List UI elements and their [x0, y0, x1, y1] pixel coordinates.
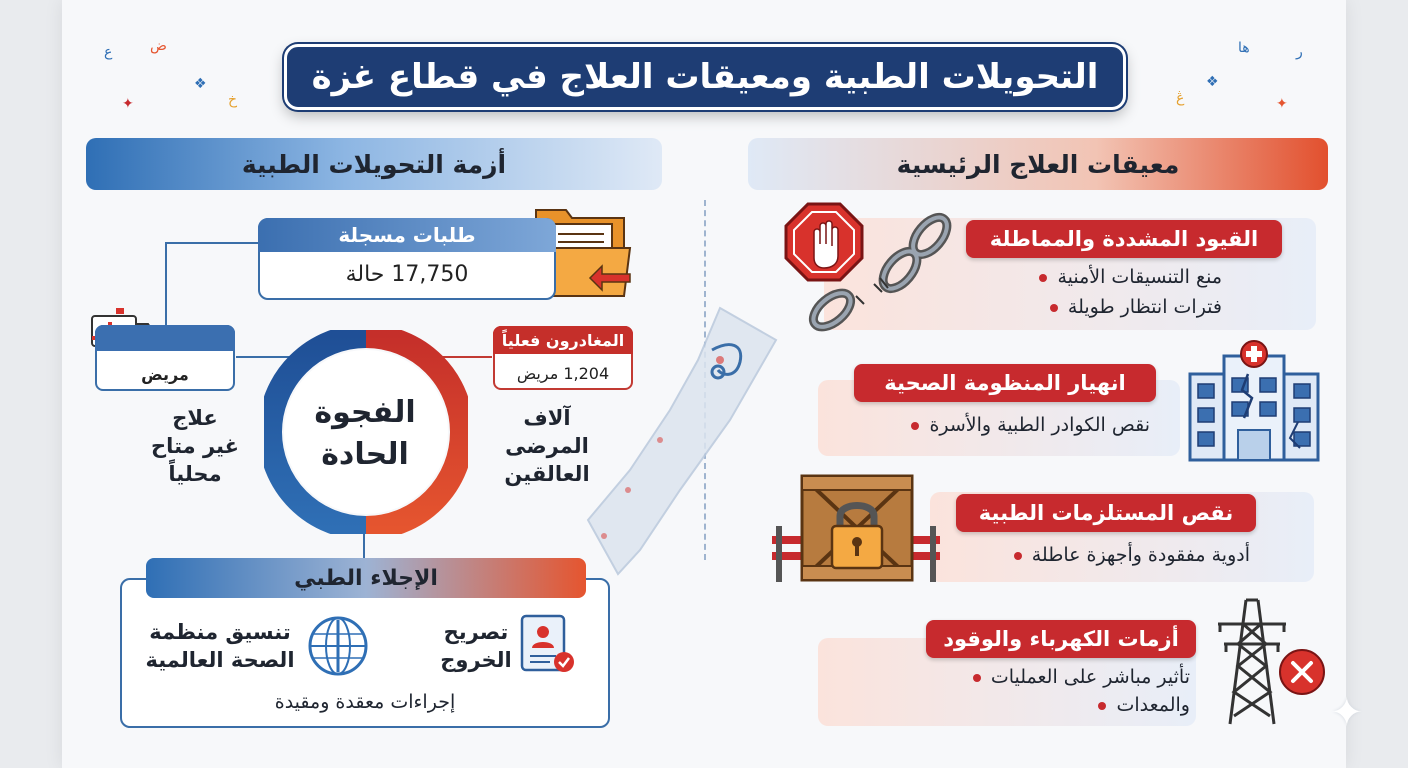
gap-line-1: الفجوة: [314, 395, 416, 430]
complex-procedures-note: إجراءات معقدة ومقيدة: [274, 691, 456, 713]
who-line: الصحة العالمية: [145, 648, 295, 672]
decor-letter: ع: [104, 44, 113, 60]
who-emblem-icon: [308, 616, 368, 676]
obstacle-title-supplies: نقص المستلزمات الطبية: [956, 494, 1256, 532]
decor-star-icon: ❖: [1206, 74, 1219, 90]
treatment-unavailable-note: علاج غير متاح محلياً: [140, 404, 250, 488]
patient-box: مريض: [95, 325, 235, 391]
note-line: العالقين: [504, 462, 590, 486]
decor-star-icon: ✦: [1276, 96, 1288, 112]
decor-star-icon: ❖: [194, 76, 207, 92]
sparkle-icon: ✦: [1330, 690, 1364, 736]
obstacle-title-restrictions: القيود المشددة والمماطلة: [966, 220, 1282, 258]
obstacle-title-health-collapse: انهيار المنظومة الصحية: [854, 364, 1156, 402]
permit-line: تصريح: [443, 620, 509, 644]
actual-leavers-box: المغادرون فعلياً 1,204 مريض: [493, 326, 633, 390]
obstacle-bullet-continuation: والمعدات: [900, 694, 1190, 716]
stop-chain-icon: [784, 202, 952, 332]
cracked-hospital-icon: [1188, 340, 1320, 462]
note-line: علاج: [172, 406, 218, 430]
registered-requests-box: طلبات مسجلة 17,750 حالة: [258, 218, 556, 300]
actual-leavers-label: المغادرون فعلياً: [493, 326, 633, 354]
patient-box-header: [95, 325, 235, 351]
obstacle-bullet: نقص الكوادر الطبية والأسرة: [840, 414, 1150, 436]
note-line: غير متاح: [151, 434, 239, 458]
patient-label: مريض: [141, 365, 189, 384]
who-coordination-label: تنسيق منظمة الصحة العالمية: [140, 618, 300, 674]
exit-permit-icon: [520, 614, 574, 672]
permit-line: الخروج: [440, 648, 512, 672]
exit-permit-label: تصريح الخروج: [428, 618, 524, 674]
registered-requests-value: 17,750 حالة: [345, 262, 469, 287]
medical-evacuation-header: الإجلاء الطبي: [146, 558, 586, 598]
gaza-map-icon: [586, 306, 778, 576]
connector-lines: [165, 242, 492, 570]
note-line: محلياً: [168, 462, 222, 486]
decor-letter: ض: [150, 38, 167, 54]
gap-label: الفجوة الحادة: [290, 392, 440, 476]
section-header-referrals: أزمة التحويلات الطبية: [86, 138, 662, 190]
obstacle-bullet: أدوية مفقودة وأجهزة عاطلة: [960, 544, 1250, 566]
decor-star-icon: ✦: [122, 96, 134, 112]
registered-requests-label: طلبات مسجلة: [258, 218, 556, 252]
section-header-obstacles: معيقات العلاج الرئيسية: [748, 138, 1328, 190]
locked-crate-icon: [772, 474, 940, 582]
obstacle-bullet: منع التنسيقات الأمنية: [960, 266, 1222, 288]
page-title: التحويلات الطبية ومعيقات العلاج في قطاع …: [284, 44, 1126, 110]
stranded-patients-note: آلاف المرضى العالقين: [492, 404, 602, 488]
decor-letter: ها: [1238, 40, 1250, 56]
note-line: المرضى: [505, 434, 589, 458]
power-tower-icon: [1218, 598, 1325, 725]
obstacle-title-power-fuel: أزمات الكهرباء والوقود: [926, 620, 1196, 658]
obstacle-bullet: تأثير مباشر على العمليات: [900, 666, 1190, 688]
who-line: تنسيق منظمة: [149, 620, 291, 644]
actual-leavers-value: 1,204 مريض: [516, 364, 610, 383]
obstacle-bullet: فترات انتظار طويلة: [960, 296, 1222, 318]
decor-letter: ر: [1296, 44, 1303, 60]
decor-letter: خ: [228, 92, 238, 108]
decor-letter: ڠ: [1176, 90, 1185, 106]
gap-line-2: الحادة: [321, 437, 409, 472]
gap-ring-chart: [264, 330, 468, 534]
note-line: آلاف: [523, 406, 571, 430]
